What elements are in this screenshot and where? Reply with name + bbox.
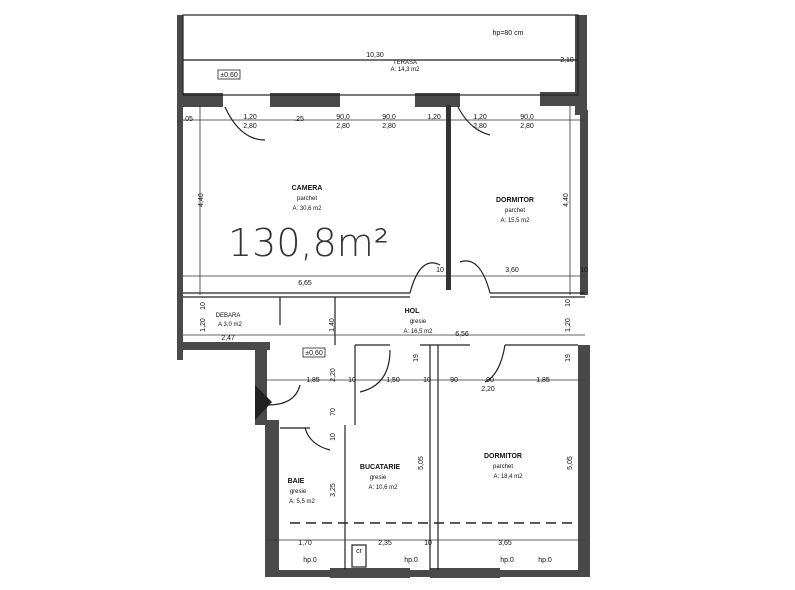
- dim: 10: [580, 267, 588, 274]
- room-debara-area: A 3,0 m2: [218, 322, 242, 328]
- dim: .25: [294, 116, 304, 123]
- dim: 3,60: [505, 267, 519, 274]
- dim: 1,20: [200, 318, 207, 332]
- dim: 2,80: [243, 123, 257, 130]
- dim: 70: [330, 408, 337, 416]
- room-terasa-area: A: 14,3 m2: [390, 67, 420, 73]
- note-hp-top: hp=80 cm: [493, 30, 524, 37]
- dim: 2,80: [382, 123, 396, 130]
- dim: 2,80: [520, 123, 534, 130]
- dim: 10: [348, 377, 356, 384]
- dim: 1,70: [298, 540, 312, 547]
- room-hol-name: HOL: [405, 308, 421, 315]
- dim: 6,56: [455, 331, 469, 338]
- dim: 1,20: [243, 114, 257, 121]
- dim: 10: [565, 299, 572, 307]
- dim: 1,20: [473, 114, 487, 121]
- dim: 2,10: [560, 57, 574, 64]
- dimensions: 10,30 2,10 .05 1,20 2,80 .25 90,0 2,80 9…: [183, 52, 588, 547]
- room-bucatarie-area: A: 10,6 m2: [368, 485, 398, 491]
- dim: 1,50: [386, 377, 400, 384]
- dim: 10: [436, 267, 444, 274]
- room-bucatarie-name: BUCATARIE: [360, 464, 401, 471]
- room-baie-area: A: 5,5 m2: [289, 499, 315, 505]
- room-dormitor1-floor: parchet: [505, 208, 525, 214]
- room-dormitor1-name: DORMITOR: [496, 197, 534, 204]
- room-bucatarie-floor: gresie: [370, 475, 387, 481]
- dim: 4,40: [563, 193, 570, 207]
- dim: 4,40: [198, 193, 205, 207]
- dim: 3,25: [330, 483, 337, 497]
- level-top: ±0,60: [220, 72, 238, 79]
- dim: 2,80: [473, 123, 487, 130]
- dim: 10: [424, 540, 432, 547]
- dim: 90,0: [520, 114, 534, 121]
- dim: 5,05: [567, 456, 574, 470]
- dim: .05: [183, 116, 193, 123]
- dim: 2,20: [481, 386, 495, 393]
- room-camera-floor: parchet: [297, 196, 317, 202]
- dim: 90: [450, 377, 458, 384]
- dim: 5,05: [418, 456, 425, 470]
- note-hp: hp.0: [303, 557, 317, 564]
- dim: 10: [330, 433, 337, 441]
- room-camera-area: A: 30,6 m2: [292, 206, 322, 212]
- room-baie-name: BAIE: [288, 478, 305, 485]
- dim: 1,20: [565, 318, 572, 332]
- room-camera-name: CAMERA: [292, 185, 323, 192]
- room-dormitor2-name: DORMITOR: [484, 453, 522, 460]
- dim: 2,47: [221, 335, 235, 342]
- note-cr: cr: [356, 548, 363, 555]
- room-dormitor1-area: A: 15,5 m2: [500, 218, 530, 224]
- note-hp: hp.0: [538, 557, 552, 564]
- dim: 10: [200, 302, 207, 310]
- room-dormitor2-floor: parchet: [493, 464, 513, 470]
- dim: 1,20: [427, 114, 441, 121]
- level-lower: ±0,60: [305, 350, 323, 357]
- dim: 90,0: [336, 114, 350, 121]
- dim: 19: [565, 354, 572, 362]
- total-area-handwritten: 130,8m²: [228, 221, 389, 265]
- room-debara-name: DEBARA: [216, 313, 241, 319]
- dim: 1,85: [306, 377, 320, 384]
- room-dormitor2-area: A: 18,4 m2: [493, 474, 523, 480]
- room-baie-floor: gresie: [290, 489, 307, 495]
- dim: 19: [413, 354, 420, 362]
- room-hol-floor: gresie: [410, 319, 427, 325]
- room-hol-area: A: 16,5 m2: [403, 329, 433, 335]
- walls: [177, 15, 590, 578]
- dim: 6,65: [298, 280, 312, 287]
- dim: 1,40: [329, 318, 336, 332]
- dim: 2,80: [336, 123, 350, 130]
- dim: 10,30: [366, 52, 384, 59]
- dim: 90,0: [382, 114, 396, 121]
- room-terasa-name: TERASA: [393, 60, 417, 66]
- dim: 3,65: [498, 540, 512, 547]
- dim: 2,35: [378, 540, 392, 547]
- dim: 90: [486, 377, 494, 384]
- note-hp: hp.0: [500, 557, 514, 564]
- dim: 10: [423, 377, 431, 384]
- inner-lines: [182, 14, 585, 570]
- dim: 1,85: [536, 377, 550, 384]
- note-hp: hp.0: [404, 557, 418, 564]
- dim: 2,20: [330, 368, 337, 382]
